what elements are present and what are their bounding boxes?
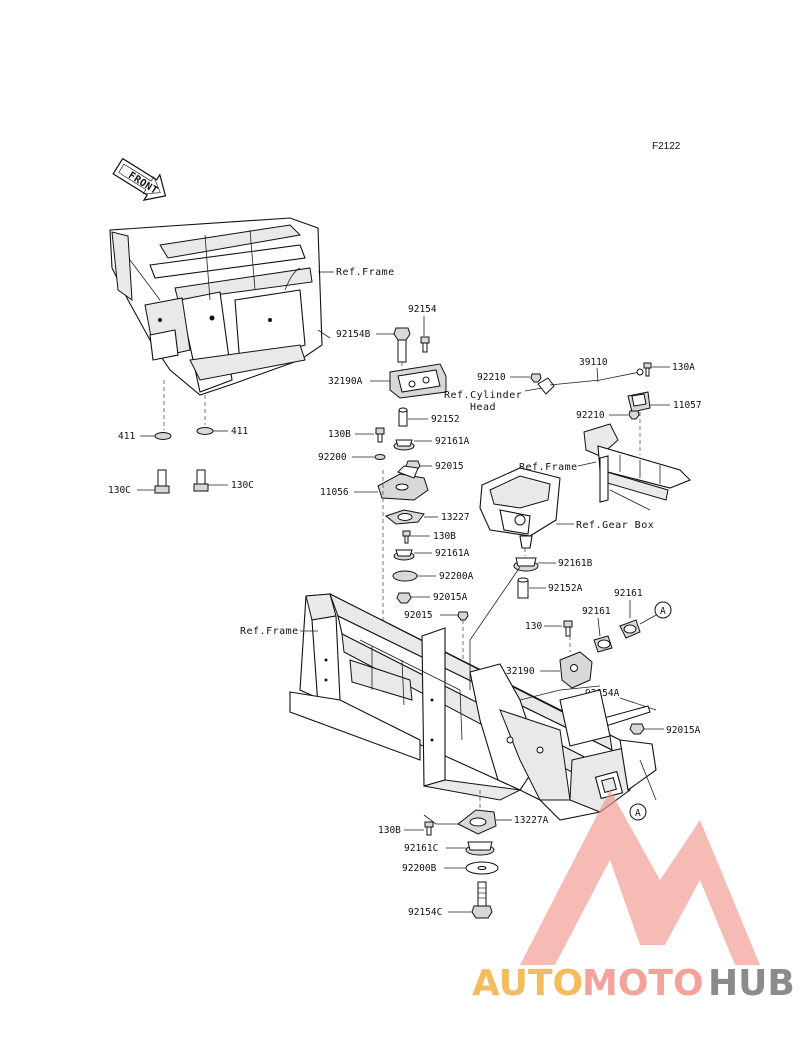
part-label-p92154C: 92154C	[408, 907, 442, 918]
part-label-p92154A: 92154A	[585, 688, 620, 699]
part-label-p130B_3: 130B	[378, 825, 401, 836]
part-label-p92161C: 92161C	[404, 843, 438, 854]
bolt-130B-upper	[375, 427, 385, 443]
bolt-130A	[643, 362, 652, 377]
upper-frame-drawing	[109, 217, 323, 396]
part-label-p92015A_1: 92015A	[433, 592, 468, 603]
front-arrow-icon	[112, 157, 167, 201]
part-label-p92200A: 92200A	[439, 571, 474, 582]
part-label-p92210_1: 92210	[477, 372, 506, 383]
bolt-92154B	[393, 327, 411, 363]
callout-a-bottom: A	[629, 803, 647, 821]
part-label-p411_l: 411	[118, 431, 135, 442]
part-label-p11057: 11057	[673, 400, 702, 411]
part-label-p32190A: 32190A	[328, 376, 363, 387]
part-label-p92152: 92152	[431, 414, 460, 425]
part-label-p13227A: 13227A	[514, 815, 549, 826]
watermark-hub: HUB	[708, 963, 795, 1004]
part-label-p92200: 92200	[318, 452, 347, 463]
svg-text:A: A	[660, 606, 666, 617]
cable-39110	[537, 368, 644, 395]
part-label-p130C_r: 130C	[231, 480, 254, 491]
part-label-p13227: 13227	[441, 512, 470, 523]
part-label-p92210_2: 92210	[576, 410, 605, 421]
nut-92210-right	[628, 410, 640, 420]
part-label-p92161A_2: 92161A	[435, 548, 470, 559]
bushing-92161-left	[593, 635, 613, 653]
bolt-92154	[420, 336, 430, 353]
part-label-p411_r: 411	[231, 426, 248, 437]
part-label-p39110: 39110	[579, 357, 608, 368]
washer-411-right	[196, 427, 214, 435]
part-label-p130A: 130A	[672, 362, 695, 373]
washer-92200	[374, 454, 386, 460]
washer-92200A	[392, 570, 418, 582]
ref-frame-bottom: Ref.Frame	[240, 626, 299, 637]
nut-92015A-upper	[396, 592, 412, 604]
plate-13227A	[457, 809, 497, 835]
main-frame-drawing	[289, 592, 657, 821]
bushing-92161-right	[619, 619, 641, 639]
watermark-logo: AUTO MOTO HUB	[472, 790, 795, 1004]
watermark-auto: AUTO	[472, 963, 583, 1004]
callout-a-top: A	[654, 601, 672, 619]
part-label-p130C_l: 130C	[108, 485, 131, 496]
part-label-p130: 130	[525, 621, 542, 632]
part-label-p92200B: 92200B	[402, 863, 437, 874]
part-label-p130B_2: 130B	[433, 531, 456, 542]
part-label-p92161A_1: 92161A	[435, 436, 470, 447]
bracket-32190A	[389, 363, 447, 399]
bushing-92161A-upper	[393, 439, 415, 451]
part-label-p92154B: 92154B	[336, 329, 371, 340]
ref-cylinder-line1: Ref.Cylinder	[444, 390, 522, 401]
gear-box-drawing	[479, 467, 561, 549]
bushing-92161C	[465, 841, 495, 856]
part-label-p92015A_2: 92015A	[666, 725, 701, 736]
right-frame-drawing	[583, 423, 691, 511]
washer-411-left	[154, 432, 172, 440]
bolt-130C-right	[193, 469, 209, 492]
plate-13227	[384, 509, 425, 525]
bushing-92161A-lower	[393, 549, 415, 561]
figure-code: F2122	[652, 141, 681, 152]
ref-gear-box: Ref.Gear Box	[576, 520, 654, 531]
nut-92015-lower	[457, 611, 469, 621]
watermark-moto: MOTO	[582, 963, 704, 1004]
bracket-32190	[559, 651, 593, 689]
bolt-130	[563, 620, 573, 637]
svg-text:A: A	[635, 808, 641, 819]
bolt-130C-left	[154, 469, 170, 494]
nut-92210-left	[530, 373, 542, 383]
bolt-130B-lower	[424, 821, 434, 836]
bracket-11057	[627, 391, 651, 413]
collar-92152	[398, 407, 408, 427]
bolt-92154C	[471, 881, 493, 919]
part-label-p92161B: 92161B	[558, 558, 593, 569]
part-label-p92015_2: 92015	[404, 610, 433, 621]
ref-frame-right: Ref.Frame	[519, 462, 578, 473]
nut-92015A-right	[629, 723, 645, 735]
part-label-p32190: 32190	[506, 666, 535, 677]
part-label-p92161_1: 92161	[614, 588, 643, 599]
part-label-p92154: 92154	[408, 304, 437, 315]
bushing-92161B	[513, 557, 539, 572]
bolt-130B-middle	[402, 530, 411, 544]
part-label-p130B_1: 130B	[328, 429, 351, 440]
part-label-p92015_1: 92015	[435, 461, 464, 472]
ref-cylinder-line2: Head	[470, 402, 496, 413]
part-label-p92152A: 92152A	[548, 583, 583, 594]
part-label-p11056: 11056	[320, 487, 349, 498]
part-label-p92161_2: 92161	[582, 606, 611, 617]
collar-92152A	[517, 577, 529, 599]
ref-frame-top: Ref.Frame	[336, 267, 395, 278]
bracket-11056	[377, 465, 429, 501]
